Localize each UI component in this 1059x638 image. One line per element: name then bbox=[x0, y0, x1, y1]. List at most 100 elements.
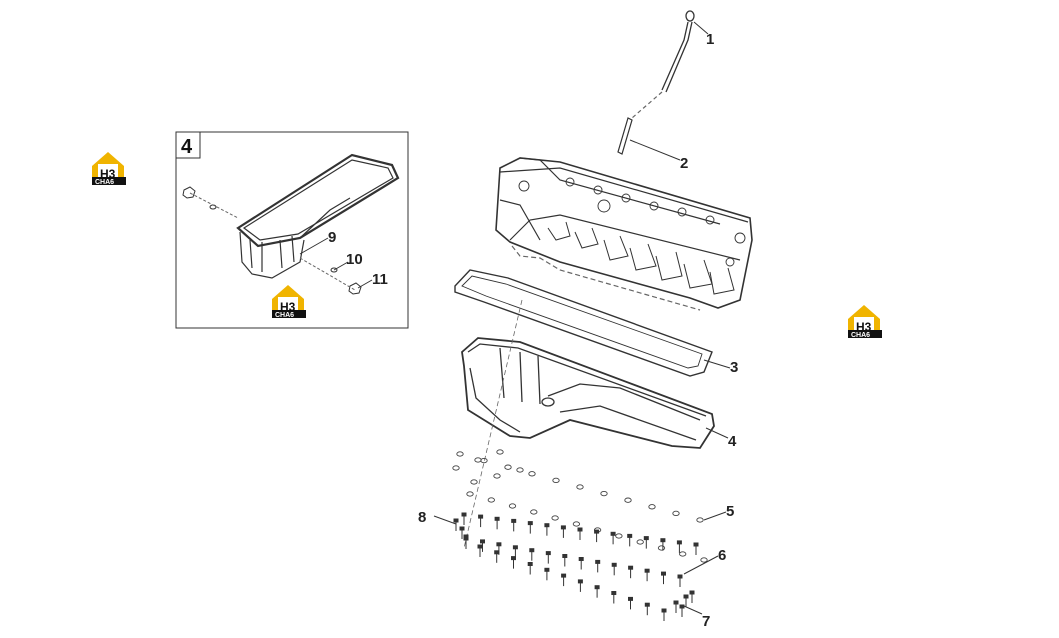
washer bbox=[551, 515, 559, 521]
washer bbox=[624, 497, 632, 503]
oil-pan-gasket bbox=[454, 269, 731, 377]
washer bbox=[474, 457, 482, 463]
bolt bbox=[561, 573, 567, 587]
washer bbox=[648, 504, 656, 510]
washer bbox=[700, 557, 708, 563]
logo-watermark-right: H3 CHA6 bbox=[848, 305, 882, 339]
washer bbox=[456, 451, 464, 457]
inset-detail-box: 4 9 10 11 bbox=[175, 131, 409, 329]
bolt bbox=[661, 571, 666, 585]
bolt bbox=[628, 565, 634, 579]
bolt bbox=[683, 594, 689, 607]
washer bbox=[487, 497, 495, 503]
bolt bbox=[594, 585, 600, 598]
bolt bbox=[610, 531, 616, 545]
bolt bbox=[689, 590, 695, 603]
washer bbox=[672, 510, 680, 517]
callout-4: 4 bbox=[728, 433, 737, 450]
bolt bbox=[459, 526, 465, 539]
washer bbox=[493, 473, 501, 479]
bolt bbox=[644, 568, 650, 582]
bolt bbox=[529, 548, 535, 561]
assembly-axis-line bbox=[463, 299, 523, 549]
bolt bbox=[628, 596, 633, 610]
inset-oil-pan bbox=[236, 153, 400, 279]
washer bbox=[552, 477, 560, 484]
bolt bbox=[594, 529, 600, 543]
bolt bbox=[611, 562, 617, 576]
washer bbox=[572, 521, 581, 527]
washer bbox=[452, 465, 460, 471]
bolt bbox=[453, 518, 459, 531]
washer bbox=[636, 539, 644, 545]
washer bbox=[657, 545, 666, 551]
bolt bbox=[545, 551, 551, 564]
bolt bbox=[494, 550, 500, 563]
bolt-set bbox=[453, 512, 699, 621]
bolt bbox=[461, 512, 467, 525]
callout-10: 10 bbox=[346, 251, 363, 268]
bolt bbox=[463, 534, 469, 547]
washer bbox=[504, 464, 512, 470]
svg-text:CHA6: CHA6 bbox=[95, 179, 114, 186]
washer bbox=[466, 491, 474, 497]
dipstick bbox=[661, 10, 709, 93]
washer bbox=[576, 484, 584, 490]
bolt bbox=[494, 516, 500, 530]
bolt bbox=[578, 557, 584, 570]
bolt bbox=[512, 545, 518, 558]
svg-text:CHA6: CHA6 bbox=[275, 312, 294, 319]
bolt bbox=[544, 523, 550, 536]
callout-6: 6 bbox=[718, 547, 726, 564]
bolt bbox=[477, 544, 483, 557]
bolt bbox=[693, 542, 699, 555]
dipstick-tube bbox=[617, 91, 681, 161]
bolt bbox=[676, 540, 682, 553]
bolt bbox=[511, 518, 517, 532]
bolt bbox=[577, 527, 583, 540]
callout-9: 9 bbox=[328, 229, 336, 246]
bolt bbox=[679, 604, 685, 617]
washer bbox=[480, 457, 488, 464]
bolt bbox=[677, 574, 683, 587]
bolt bbox=[478, 514, 484, 528]
callout-8: 8 bbox=[418, 509, 426, 526]
washer bbox=[470, 479, 478, 485]
logo-watermark-left: H3 CHA6 bbox=[92, 152, 126, 186]
bolt bbox=[611, 591, 617, 604]
callout-5: 5 bbox=[726, 503, 734, 520]
inset-fasteners bbox=[182, 186, 362, 295]
bolt bbox=[562, 554, 568, 567]
washer bbox=[530, 509, 538, 515]
bolt bbox=[527, 521, 533, 534]
washer bbox=[496, 449, 504, 455]
bolt bbox=[527, 562, 533, 575]
bolt bbox=[643, 536, 649, 549]
callout-11: 11 bbox=[372, 271, 388, 288]
washer bbox=[696, 517, 704, 523]
washer-set bbox=[452, 449, 708, 563]
washer bbox=[528, 471, 536, 477]
svg-text:CHA6: CHA6 bbox=[851, 332, 870, 339]
bolt bbox=[661, 608, 667, 621]
washer bbox=[615, 533, 623, 539]
callout-7: 7 bbox=[702, 613, 710, 630]
washer bbox=[508, 503, 517, 509]
bolt bbox=[577, 579, 583, 592]
bolt bbox=[511, 556, 516, 569]
bolt bbox=[627, 533, 633, 547]
bolt bbox=[560, 525, 566, 538]
callout-3: 3 bbox=[730, 359, 738, 376]
logo-watermark-inset: H3 CHA6 bbox=[272, 285, 306, 319]
oil-pan bbox=[461, 337, 729, 449]
bolt bbox=[660, 538, 666, 551]
engine-block bbox=[495, 157, 753, 311]
washer bbox=[679, 551, 687, 557]
callout-1: 1 bbox=[706, 31, 714, 48]
inset-number: 4 bbox=[181, 136, 193, 158]
washer bbox=[600, 490, 608, 497]
washer bbox=[516, 467, 524, 473]
bolt bbox=[644, 602, 650, 616]
callout-2: 2 bbox=[680, 155, 688, 172]
